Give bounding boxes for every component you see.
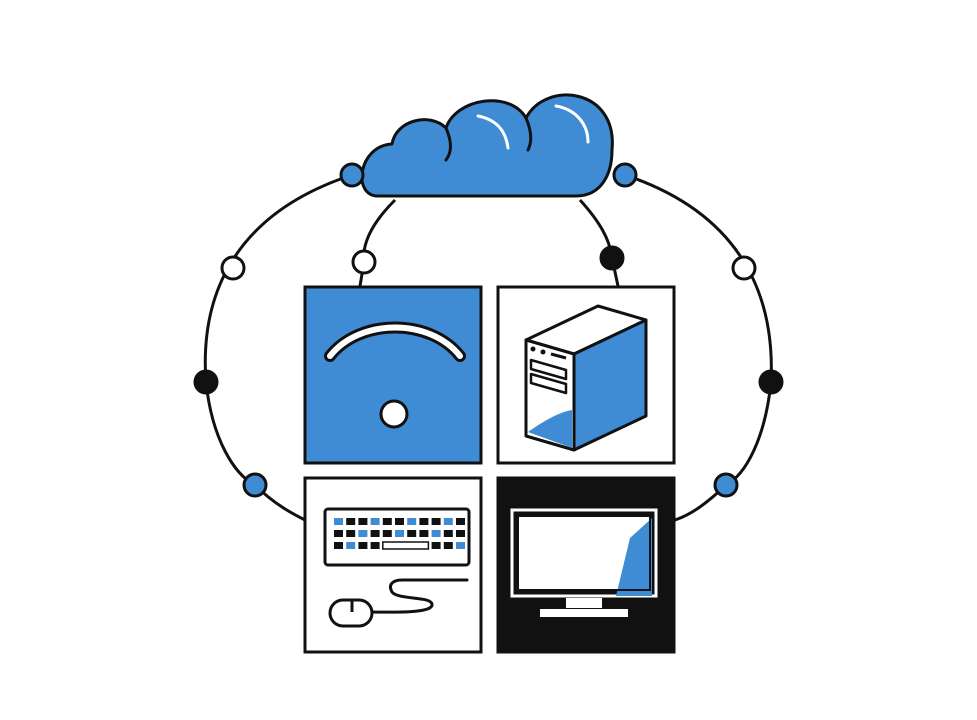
keyboard-key: [395, 530, 404, 537]
keyboard-panel: [303, 476, 483, 654]
keyboard-key: [382, 530, 392, 537]
keyboard-key: [419, 518, 429, 525]
keyboard-key: [370, 518, 380, 525]
cloud-icon: [360, 93, 614, 198]
server-tower-icon: [524, 304, 648, 452]
keyboard-key: [334, 542, 343, 549]
spacebar-key: [382, 541, 430, 550]
wifi-panel: [303, 285, 483, 465]
network-node: [351, 249, 377, 275]
server-panel: [496, 285, 676, 465]
network-ring: [203, 173, 773, 522]
keyboard-key: [358, 542, 368, 549]
keyboard-key: [456, 530, 465, 537]
network-nodes: [193, 162, 784, 498]
keyboard-key: [370, 542, 380, 549]
keyboard-key: [443, 518, 453, 525]
network-node: [193, 369, 219, 395]
network-node: [220, 255, 246, 281]
keyboard-key: [334, 518, 343, 525]
network-node: [242, 472, 268, 498]
keyboard-key: [431, 518, 441, 525]
keyboard-key: [346, 518, 356, 525]
keyboard-key: [358, 518, 368, 525]
keyboard-key: [346, 530, 356, 537]
keyboard-key: [370, 530, 380, 537]
keyboard-key: [456, 518, 465, 525]
network-node: [731, 255, 757, 281]
network-node: [339, 162, 365, 188]
keyboard-key: [358, 530, 368, 537]
monitor-icon: [510, 508, 658, 617]
keyboard-key: [419, 530, 429, 537]
keyboard-key: [431, 542, 441, 549]
keyboard-key: [407, 530, 417, 537]
keyboard-key: [443, 542, 453, 549]
keyboard-keys: [334, 518, 465, 550]
network-node: [612, 162, 638, 188]
keyboard-key: [456, 542, 465, 549]
network-node: [758, 369, 784, 395]
keyboard-key: [443, 530, 453, 537]
keyboard-key: [346, 542, 356, 549]
keyboard-key: [334, 530, 343, 537]
keyboard-key: [407, 518, 417, 525]
monitor-panel: [496, 476, 676, 654]
keyboard-mouse-icon: [323, 507, 471, 628]
wifi-icon: [324, 321, 466, 429]
keyboard-key: [431, 530, 441, 537]
keyboard-key: [382, 518, 392, 525]
network-node: [599, 245, 625, 271]
network-node: [713, 472, 739, 498]
keyboard-key: [395, 518, 404, 525]
